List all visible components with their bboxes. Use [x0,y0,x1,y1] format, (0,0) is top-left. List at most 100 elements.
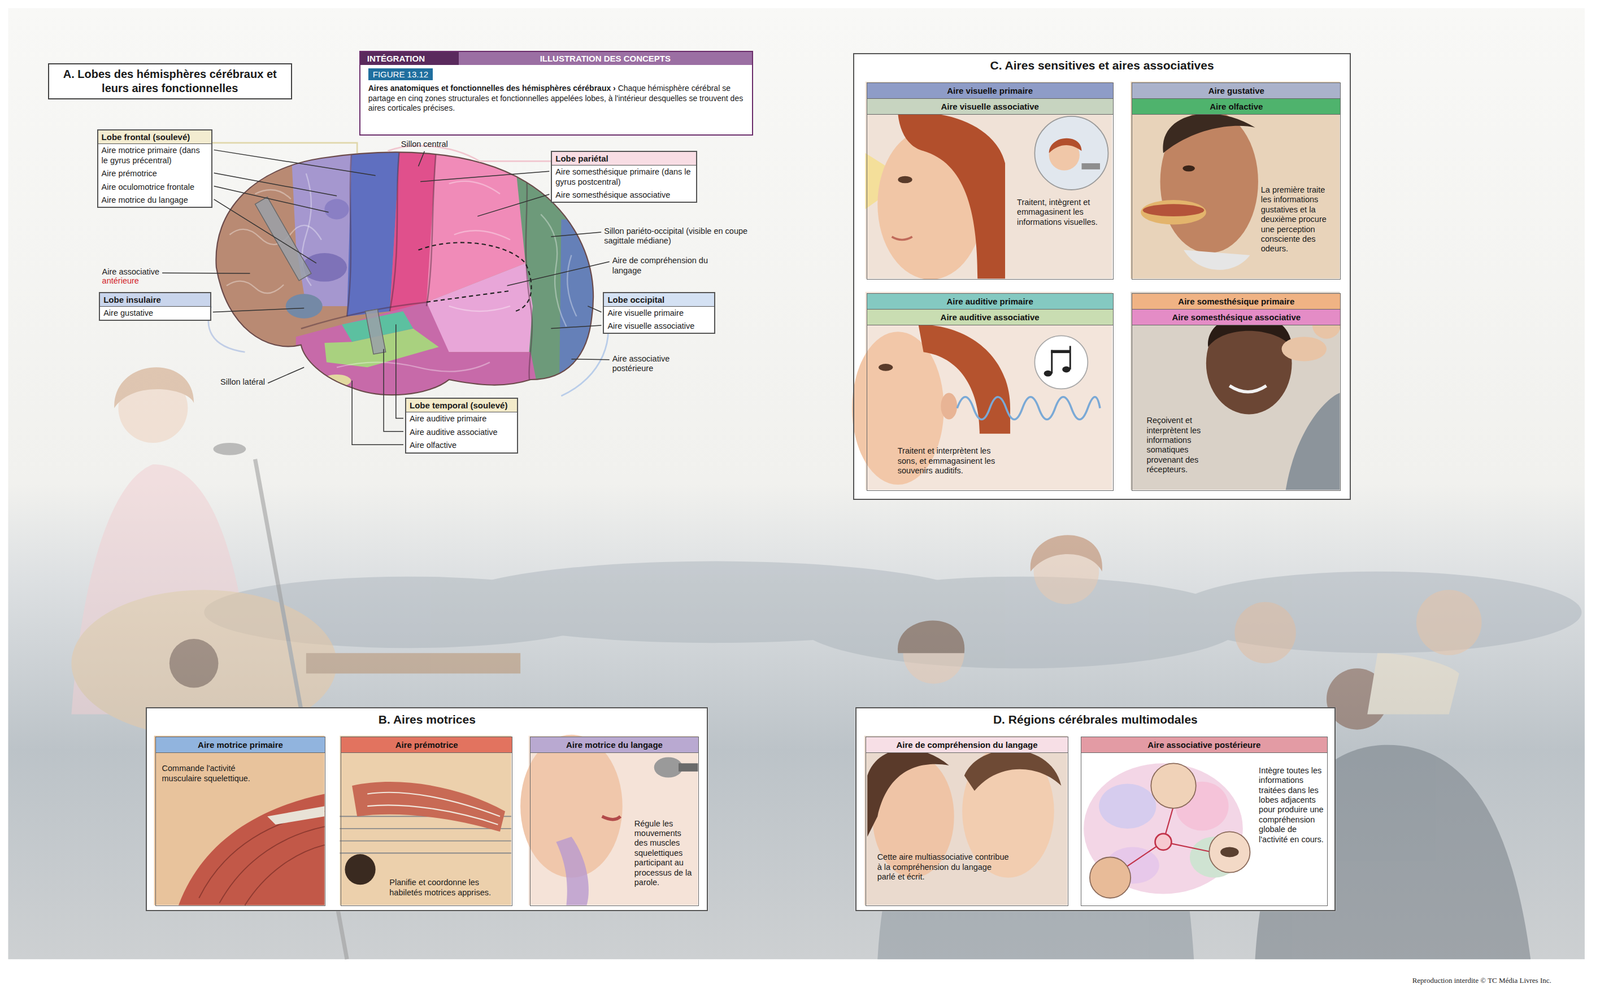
panel-backgrounds [145,707,708,912]
background-scene [796,576,1246,669]
auditory-area-picture [940,393,958,420]
premotor-picture [339,840,511,842]
visual-area-picture [1081,163,1100,170]
premotor-picture [339,852,511,854]
premotor-picture [367,792,500,825]
visual-area-picture [897,112,1006,279]
background-scene [7,7,1585,960]
node-box: D. Régions cérébrales multimodalesAire d… [855,707,1337,912]
touch-area-picture [1130,292,1341,490]
area-description: Traitent, intègrent et emmagasinent les … [1016,197,1111,228]
background-scene [71,367,521,960]
leader-line [420,171,550,182]
area-item: Aire prémotrice [98,167,212,181]
taste-area-picture [1162,113,1255,154]
area-header: Aire auditive primaire [867,293,1113,310]
node-box: Lobe pariétalAire somesthésique primaire… [550,150,697,203]
title-text: A. Lobes des hémisphères cérébraux et le… [53,67,287,96]
background-scene [306,653,521,674]
area-header: Aire visuelle associative [867,98,1113,115]
node-box: Aire de compréhension du langageCette ai… [865,736,1069,907]
brain-illustration [449,306,511,312]
node-box: Aire somesthésique primaireAire somesthé… [1131,293,1341,491]
touch-area-picture [1285,393,1341,491]
brain-illustration [540,214,567,327]
area-header: Aire associative postérieure [1081,737,1328,754]
callout-label: Sillon latéral [220,377,265,388]
leader-line [162,272,250,274]
node-box: Aire motrice primaireCommande l'activité… [155,736,326,907]
taste-area-picture [1160,110,1259,254]
posterior-association-picture [1155,833,1172,851]
space [615,83,619,93]
premotor-picture [339,736,511,906]
leader-line [214,149,376,176]
brain-illustration [215,151,594,395]
panel-title: D. Régions cérébrales multimodales [856,708,1336,730]
speech-motor-picture [654,757,684,778]
auditory-area-picture [1050,350,1071,354]
lobe-heading: Lobe occipital [603,293,715,307]
leader-line [383,349,404,432]
premotor-picture [367,805,498,825]
primary-motor-picture [219,826,325,903]
area-description: Reçoivent et interprètent les informatio… [1146,415,1226,475]
background-scene [212,442,246,456]
primary-motor-picture [178,793,325,906]
brain-illustration [301,302,429,329]
area-item: Aire auditive primaire [406,412,517,426]
taste-area-picture [1130,81,1340,280]
primary-motor-picture [244,845,325,906]
auditory-area-picture [1044,345,1072,377]
auditory-area-picture [1044,370,1052,377]
node-box: B. Aires motricesAire motrice primaireCo… [145,707,708,912]
language-picture [864,736,1068,906]
brain-illustration [324,198,349,220]
background-scene [897,620,965,654]
primary-motor-picture [154,736,325,906]
lobe-heading: Lobe pariétal [551,151,696,166]
background-scene [1234,602,1296,664]
area-description: Commande l'activité musculaire squeletti… [162,763,256,784]
premotor-picture [367,792,500,817]
area-item: Aire motrice primaire (dans le gyrus pré… [98,144,212,168]
posterior-association-picture [1079,736,1327,906]
auditory-area-picture [957,397,1100,420]
leader-line [214,172,337,197]
area-header: Aire olfactive [1132,98,1341,115]
area-item: Aire visuelle primaire [603,306,715,320]
area-description: Planifie et coordonne les habiletés motr… [389,877,510,898]
node-box: Aire motrice du langageRégule les mouvem… [529,736,700,907]
premotor-picture [339,828,511,830]
posterior-association-picture [1209,831,1250,873]
brain-illustration [302,253,347,282]
area-description: Régule les mouvements des muscles squele… [634,819,697,889]
area-description: Intègre toutes les informations traitées… [1258,766,1325,845]
auditory-area-picture [1062,366,1071,373]
posterior-association-picture [1122,806,1213,870]
leader-line [587,306,602,313]
premotor-picture [344,854,376,885]
brain-illustration [226,173,577,372]
callout-label: Aire de compréhension du langage [612,255,719,276]
node-box: Lobe frontal (soulevé)Aire motrice prima… [97,129,213,208]
leader-line [477,194,550,217]
speech-motor-picture [678,763,698,772]
figure-number: FIGURE 13.12 [368,68,433,81]
taste-area-picture [1183,250,1250,271]
posterior-association-picture [1089,857,1131,899]
lobe-heading: Lobe insulaire [100,293,211,307]
brain-illustration [212,142,358,154]
callout-label: antérieure [102,276,139,286]
brain-illustration [255,189,291,199]
callout-label: Sillon central [401,139,449,150]
brain-illustration [226,281,284,294]
panel-title: C. Aires sensitives et aires associative… [854,54,1350,76]
visual-area-picture [1034,116,1108,190]
panel-backgrounds [145,53,1351,912]
leader-line [214,186,329,213]
area-item: Aire somesthésique primaire (dans le gyr… [551,165,696,189]
callout-label: Reproduction interdite © TC Média Livres… [1412,976,1552,986]
